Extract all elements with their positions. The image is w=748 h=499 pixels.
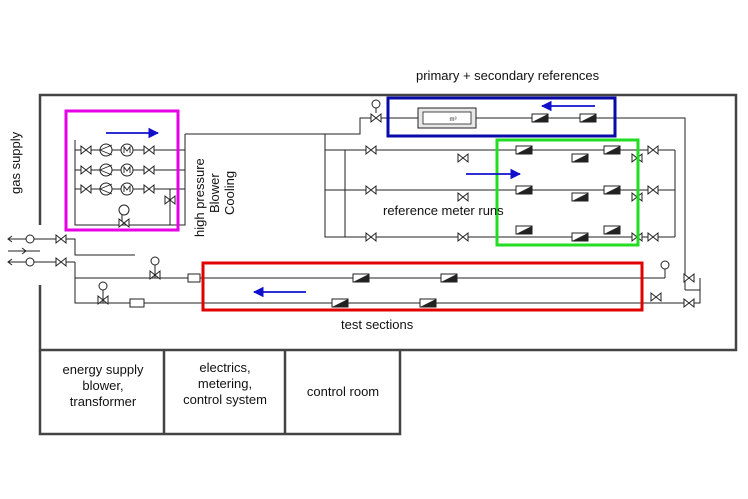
primary-meter: m³: [417, 107, 477, 129]
high-pressure-label: high pressure: [192, 158, 207, 237]
test-sections-piping: [74, 262, 701, 304]
room-line: control room: [306, 384, 380, 399]
primary-reference-piping: [325, 99, 686, 290]
cooling-label: Cooling: [222, 170, 237, 215]
room-line: control system: [183, 392, 267, 407]
room-electrics: electrics, metering, control system: [165, 360, 285, 408]
room-line: electrics,: [199, 360, 251, 375]
reference-runs-piping: [344, 149, 676, 238]
building-outline: [38, 93, 738, 352]
reference-runs-label: reference meter runs: [383, 203, 504, 218]
gas-supply-inlet: [7, 234, 135, 267]
room-line: blower,: [82, 378, 124, 393]
references-title: primary + secondary references: [416, 68, 600, 83]
rooms-block: [38, 350, 402, 436]
room-line: transformer: [69, 394, 137, 409]
blower-label: Blower: [207, 173, 222, 213]
test-sections-label: test sections: [341, 317, 414, 332]
primary-reference-box: [386, 96, 617, 138]
room-control-room: control room: [286, 384, 400, 400]
primary-meter-mark: m³: [450, 117, 457, 123]
room-line: energy supply: [62, 362, 144, 377]
room-line: metering,: [197, 376, 253, 391]
test-sections-box: [201, 261, 644, 312]
blower-station-box: [64, 109, 180, 232]
room-energy-supply: energy supply blower, transformer: [42, 362, 164, 410]
reference-runs-box: [495, 138, 640, 247]
gas-supply-label: gas supply: [8, 131, 23, 194]
